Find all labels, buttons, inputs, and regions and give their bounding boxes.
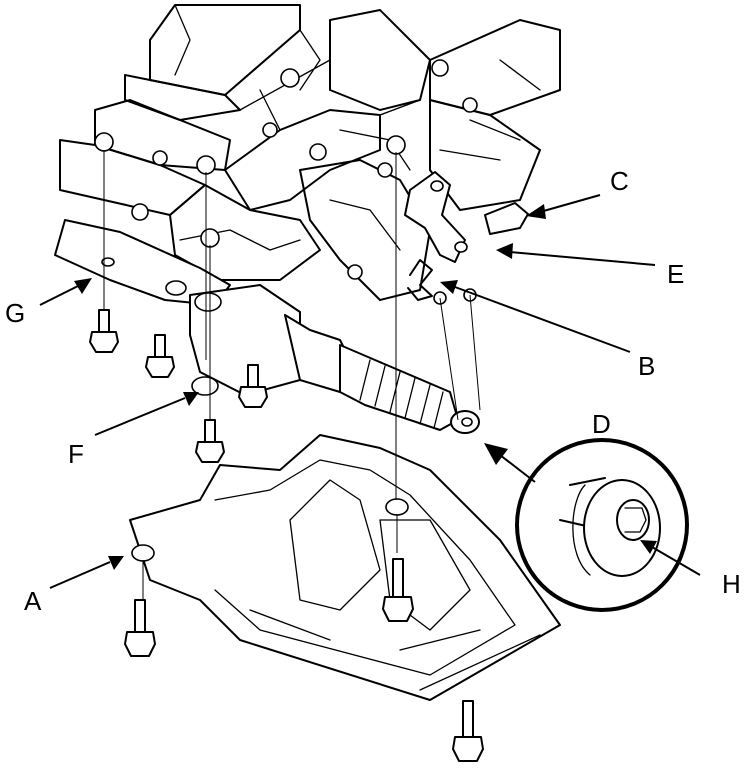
engine-block-outline [59,4,561,305]
callout-b: B [638,351,655,381]
linkage-parts [404,171,529,301]
bracket-plate [54,219,231,306]
bolt [238,364,268,408]
callout-a: A [24,586,42,616]
callout-c: C [610,166,629,196]
assembly-guide-lines [103,150,481,600]
bolt [145,334,175,378]
undercover-panel [129,434,561,701]
damper-assembly [189,284,480,434]
bolt [124,599,156,657]
callout-f: F [68,439,84,469]
callout-h: H [722,569,741,599]
bolt [195,419,225,463]
callout-e: E [667,259,684,289]
bolt [89,309,119,353]
leader-lines [39,194,701,589]
bolt [452,700,484,762]
callout-g: G [5,298,25,328]
callout-d: D [592,409,611,439]
bolt [382,558,414,622]
callout-labels: C E B G F D A H [5,166,741,616]
flange-bolts [89,309,484,762]
detail-view-d [515,438,689,612]
